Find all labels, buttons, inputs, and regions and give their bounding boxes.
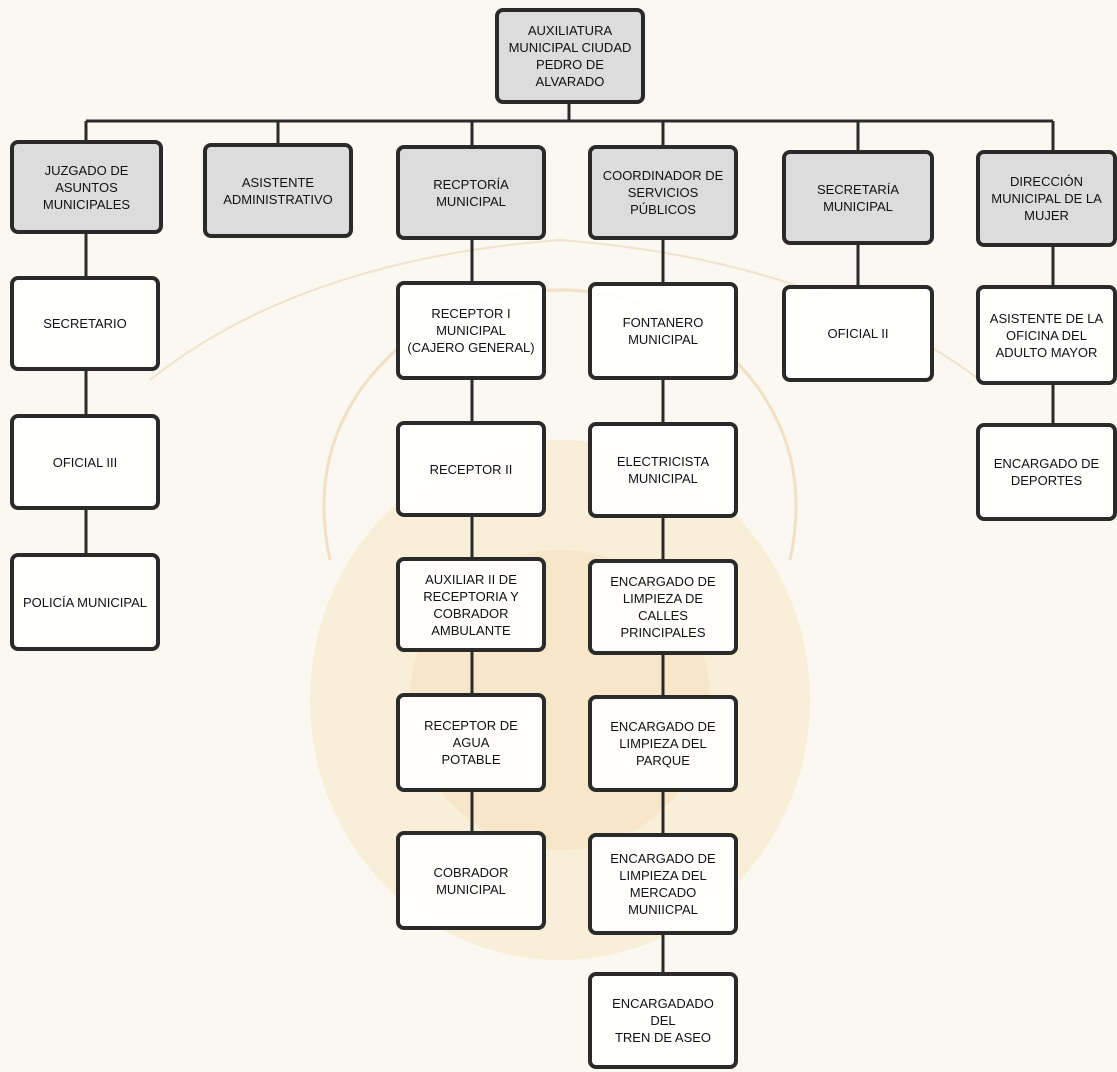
node-auxiliar-ii: AUXILIAR II DE RECEPTORIA Y COBRADOR AMB… <box>396 557 546 652</box>
node-oficial-ii: OFICIAL II <box>782 285 934 382</box>
node-adulto-mayor: ASISTENTE DE LA OFICINA DEL ADULTO MAYOR <box>976 285 1117 385</box>
node-cobrador-municipal: COBRADOR MUNICIPAL <box>396 831 546 930</box>
node-direccion-mujer: DIRECCIÓN MUNICIPAL DE LA MUJER <box>976 150 1117 247</box>
node-policia-municipal: POLICÍA MUNICIPAL <box>10 553 160 651</box>
node-auxiliatura: AUXILIATURA MUNICIPAL CIUDAD PEDRO DE AL… <box>495 8 645 104</box>
node-coordinador-servicios: COORDINADOR DE SERVICIOS PÚBLICOS <box>588 145 738 240</box>
node-deportes: ENCARGADO DE DEPORTES <box>976 423 1117 521</box>
node-electricista: ELECTRICISTA MUNICIPAL <box>588 422 738 518</box>
node-limpieza-parque: ENCARGADO DE LIMPIEZA DEL PARQUE <box>588 695 738 792</box>
node-receptor-ii: RECEPTOR II <box>396 421 546 517</box>
node-limpieza-mercado: ENCARGADO DE LIMPIEZA DEL MERCADO MUNIIC… <box>588 833 738 935</box>
node-receptor-i: RECEPTOR I MUNICIPAL (CAJERO GENERAL) <box>396 281 546 380</box>
node-receptor-agua: RECEPTOR DE AGUA POTABLE <box>396 693 546 792</box>
node-secretario: SECRETARIO <box>10 276 160 371</box>
node-limpieza-calles: ENCARGADO DE LIMPIEZA DE CALLES PRINCIPA… <box>588 559 738 655</box>
node-oficial-iii: OFICIAL III <box>10 414 160 510</box>
node-asistente-administrativo: ASISTENTE ADMINISTRATIVO <box>203 143 353 238</box>
node-juzgado: JUZGADO DE ASUNTOS MUNICIPALES <box>10 140 163 234</box>
node-tren-aseo: ENCARGADADO DEL TREN DE ASEO <box>588 972 738 1069</box>
node-secretaria-municipal: SECRETARÍA MUNICIPAL <box>782 150 934 245</box>
node-recptoria: RECPTORÍA MUNICIPAL <box>396 145 546 240</box>
node-fontanero: FONTANERO MUNICIPAL <box>588 282 738 380</box>
